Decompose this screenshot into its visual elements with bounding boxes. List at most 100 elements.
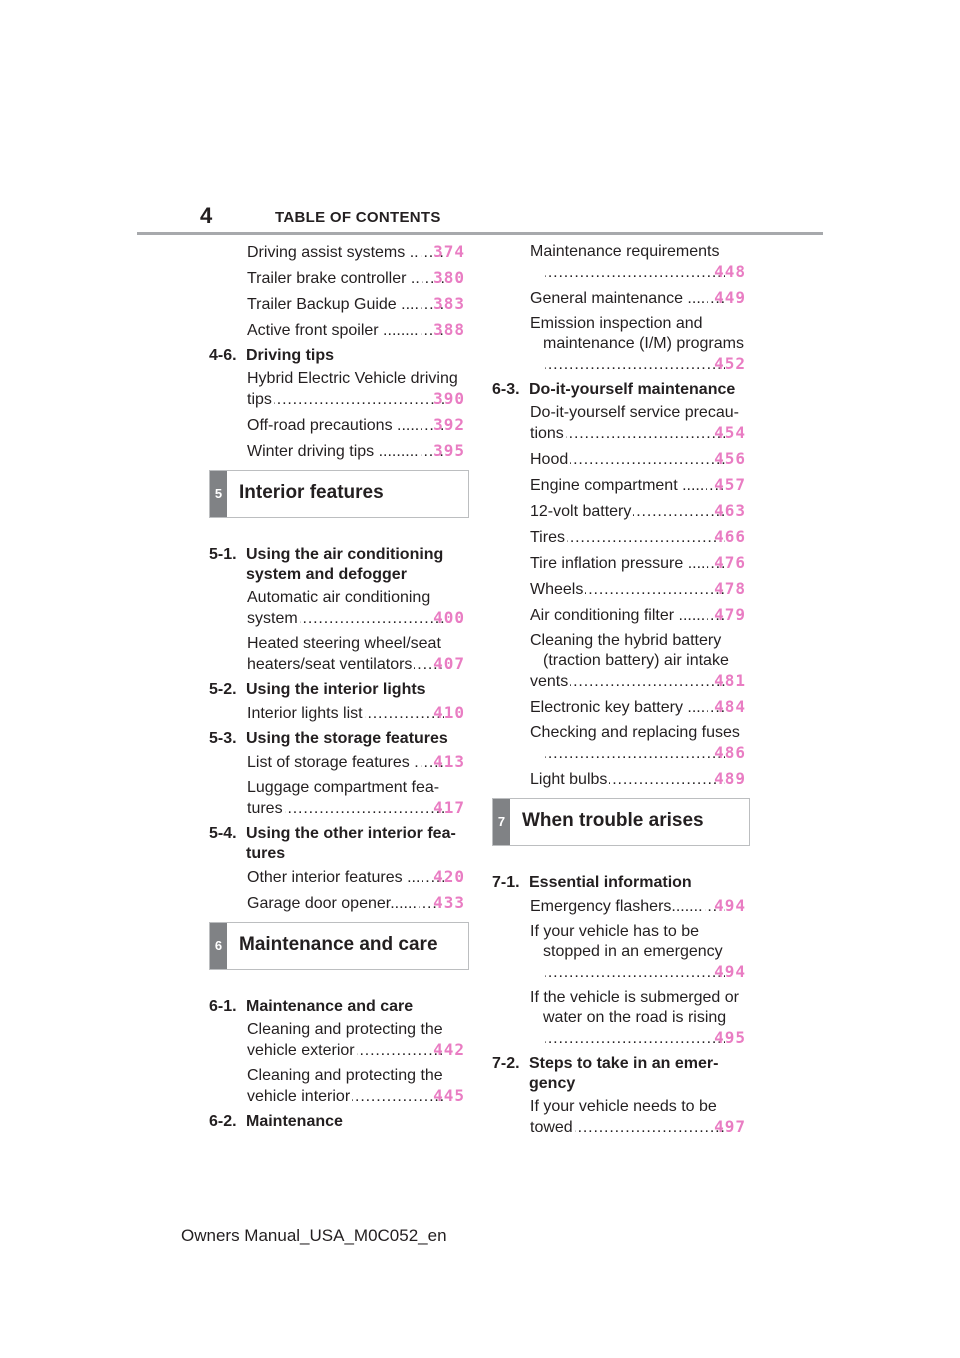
toc-entry[interactable]: Interior lights list410 — [209, 703, 469, 724]
toc-entry[interactable]: General maintenance ....449 — [492, 288, 750, 309]
toc-entry-text: Light bulbs489 — [530, 769, 746, 790]
toc-entry-line: Checking and replacing fuses — [530, 724, 740, 741]
toc-entry[interactable]: Emergency flashers.......494 — [492, 896, 750, 917]
chapter-title: Maintenance and care — [239, 934, 438, 955]
toc-entry[interactable]: Cleaning the hybrid battery(traction bat… — [492, 631, 750, 692]
toc-entry[interactable]: Air conditioning filter ......479 — [492, 605, 750, 626]
page-link[interactable]: 442 — [433, 1040, 465, 1059]
page-link[interactable]: 417 — [433, 798, 465, 817]
toc-entry[interactable]: Hybrid Electric Vehicle drivingtips390 — [209, 369, 469, 410]
page-link[interactable]: 374 — [433, 242, 465, 261]
toc-entry[interactable]: Winter driving tips .........395 — [209, 441, 469, 462]
page-link[interactable]: 413 — [433, 752, 465, 771]
toc-entry[interactable]: Maintenance requirements 448 — [492, 242, 750, 283]
page-link[interactable]: 390 — [433, 389, 465, 408]
toc-entry[interactable]: Off-road precautions .....392 — [209, 415, 469, 436]
dot-leader — [545, 744, 725, 764]
page-link[interactable]: 476 — [714, 553, 746, 572]
page-link[interactable]: 392 — [433, 415, 465, 434]
toc-entry-last-line: towed497 — [530, 1117, 746, 1138]
toc-entry[interactable]: Do-it-yourself service precau-tions454 — [492, 403, 750, 444]
toc-entry[interactable]: Other interior features ... 420 — [209, 867, 469, 888]
footer-text: Owners Manual_USA_M0C052_en — [181, 1226, 447, 1245]
page-link[interactable]: 395 — [433, 441, 465, 460]
page-link[interactable]: 478 — [714, 579, 746, 598]
page-link[interactable]: 452 — [714, 354, 746, 373]
toc-entry[interactable]: Driving assist systems ..374 — [209, 242, 469, 263]
page-link[interactable]: 481 — [714, 671, 746, 690]
toc-entry[interactable]: Trailer Backup Guide ....383 — [209, 294, 469, 315]
toc-entry[interactable]: Tire inflation pressure ....476 — [492, 553, 750, 574]
toc-entry[interactable]: Garage door opener......433 — [209, 893, 469, 914]
toc-entry[interactable]: Light bulbs489 — [492, 769, 750, 790]
page-link[interactable]: 448 — [714, 262, 746, 281]
page-link[interactable]: 494 — [714, 896, 746, 915]
toc-entry[interactable]: Active front spoiler ........388 — [209, 320, 469, 341]
page-link[interactable]: 484 — [714, 697, 746, 716]
toc-entry-last-line: Active front spoiler ........388 — [247, 320, 465, 341]
page-link[interactable]: 456 — [714, 449, 746, 468]
subsection-title: Driving tips — [246, 347, 335, 364]
toc-entry[interactable]: Wheels478 — [492, 579, 750, 600]
toc-entry-line: If the vehicle is submerged or — [530, 989, 739, 1006]
toc-entry-last-line: 494 — [543, 962, 746, 983]
page-link[interactable]: 489 — [714, 769, 746, 788]
toc-entry-last-line: Garage door opener......433 — [247, 893, 465, 914]
page-link[interactable]: 494 — [714, 962, 746, 981]
dot-leader — [300, 609, 444, 629]
toc-entry-text: Other interior features ... 420 — [247, 867, 465, 888]
subsection-title: Steps to take in an emer-gency — [529, 1055, 719, 1092]
toc-entry-line: 12-volt battery — [530, 503, 632, 520]
toc-entry-last-line: Tire inflation pressure ....476 — [530, 553, 746, 574]
toc-entry[interactable]: Tires466 — [492, 527, 750, 548]
toc-entry-line: Luggage compartment fea- — [247, 779, 440, 796]
toc-entry-line: Other interior features ... — [247, 869, 421, 886]
page-link[interactable]: 463 — [714, 501, 746, 520]
toc-entry-text: Cleaning the hybrid battery(traction bat… — [530, 631, 746, 692]
page-link[interactable]: 433 — [433, 893, 465, 912]
toc-entry[interactable]: Hood456 — [492, 449, 750, 470]
toc-subsection-heading: 6-2.Maintenance — [209, 1112, 469, 1132]
toc-entry[interactable]: Checking and replacing fuses 486 — [492, 723, 750, 764]
toc-entry-line: Maintenance requirements — [530, 243, 720, 260]
page-link[interactable]: 420 — [433, 867, 465, 886]
toc-entry[interactable]: Engine compartment .....457 — [492, 475, 750, 496]
page-link[interactable]: 495 — [714, 1028, 746, 1047]
toc-entry[interactable]: If your vehicle needs to betowed497 — [492, 1097, 750, 1138]
toc-entry[interactable]: Electronic key battery ....484 — [492, 697, 750, 718]
toc-entry[interactable]: Automatic air conditioningsystem400 — [209, 588, 469, 629]
toc-entry[interactable]: List of storage features .413 — [209, 752, 469, 773]
page-link[interactable]: 383 — [433, 294, 465, 313]
page-link[interactable]: 400 — [433, 608, 465, 627]
toc-entry[interactable]: Luggage compartment fea-tures417 — [209, 778, 469, 819]
toc-subsection-heading: 5-4.Using the other interior fea-tures — [209, 824, 469, 864]
page-link[interactable]: 466 — [714, 527, 746, 546]
page-link[interactable]: 497 — [714, 1117, 746, 1136]
page-link[interactable]: 486 — [714, 743, 746, 762]
toc-entry-line: heaters/seat ventilators — [247, 656, 413, 673]
subsection-title: Using the interior lights — [246, 681, 426, 698]
page-link[interactable]: 410 — [433, 703, 465, 722]
toc-entry-text: Emergency flashers.......494 — [530, 896, 746, 917]
page-link[interactable]: 445 — [433, 1086, 465, 1105]
page-link[interactable]: 457 — [714, 475, 746, 494]
page-link[interactable]: 407 — [433, 654, 465, 673]
toc-entry[interactable]: Trailer brake controller ..380 — [209, 268, 469, 289]
toc-entry[interactable]: 12-volt battery 463 — [492, 501, 750, 522]
page-link[interactable]: 479 — [714, 605, 746, 624]
page-link[interactable]: 454 — [714, 423, 746, 442]
page-link[interactable]: 388 — [433, 320, 465, 339]
subsection-title: Essential information — [529, 874, 692, 891]
page-link[interactable]: 449 — [714, 288, 746, 307]
page-link[interactable]: 380 — [433, 268, 465, 287]
